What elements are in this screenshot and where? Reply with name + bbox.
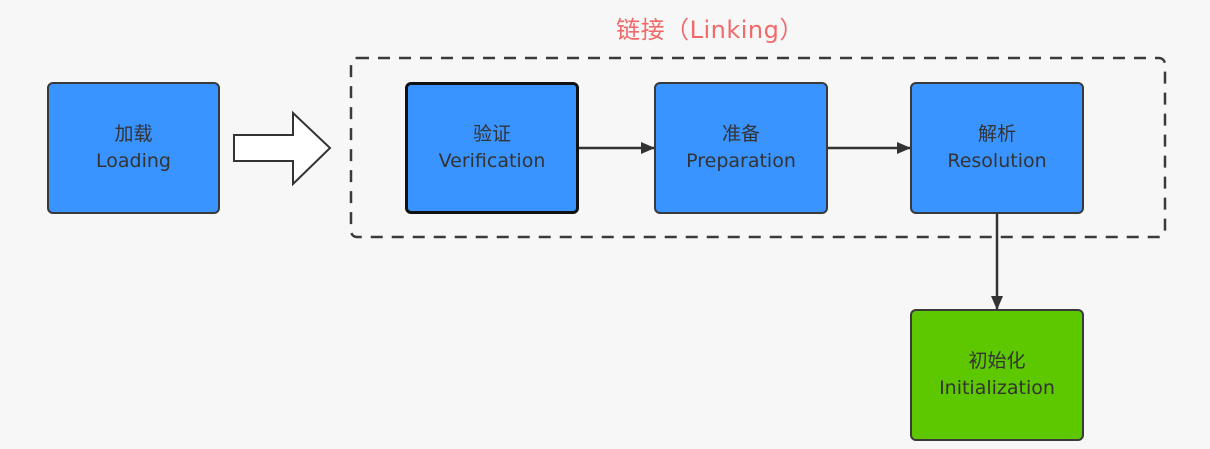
node-verification-zh: 验证 [472, 123, 511, 145]
node-initialization-zh: 初始化 [968, 350, 1026, 372]
node-resolution: 解析 Resolution [910, 82, 1084, 214]
node-loading-en: Loading [96, 150, 171, 172]
node-resolution-en: Resolution [947, 150, 1047, 172]
node-preparation-en: Preparation [686, 150, 796, 172]
node-verification: 验证 Verification [405, 82, 579, 214]
node-verification-en: Verification [438, 150, 546, 172]
node-loading: 加载 Loading [47, 82, 220, 214]
node-initialization-en: Initialization [939, 377, 1055, 399]
node-resolution-zh: 解析 [977, 123, 1016, 145]
block-arrow-loading-to-linking [233, 110, 332, 187]
linking-group-title: 链接（Linking） [616, 16, 804, 44]
node-initialization: 初始化 Initialization [910, 309, 1084, 441]
node-loading-zh: 加载 [114, 123, 153, 145]
node-preparation-zh: 准备 [721, 123, 760, 145]
node-preparation: 准备 Preparation [654, 82, 828, 214]
